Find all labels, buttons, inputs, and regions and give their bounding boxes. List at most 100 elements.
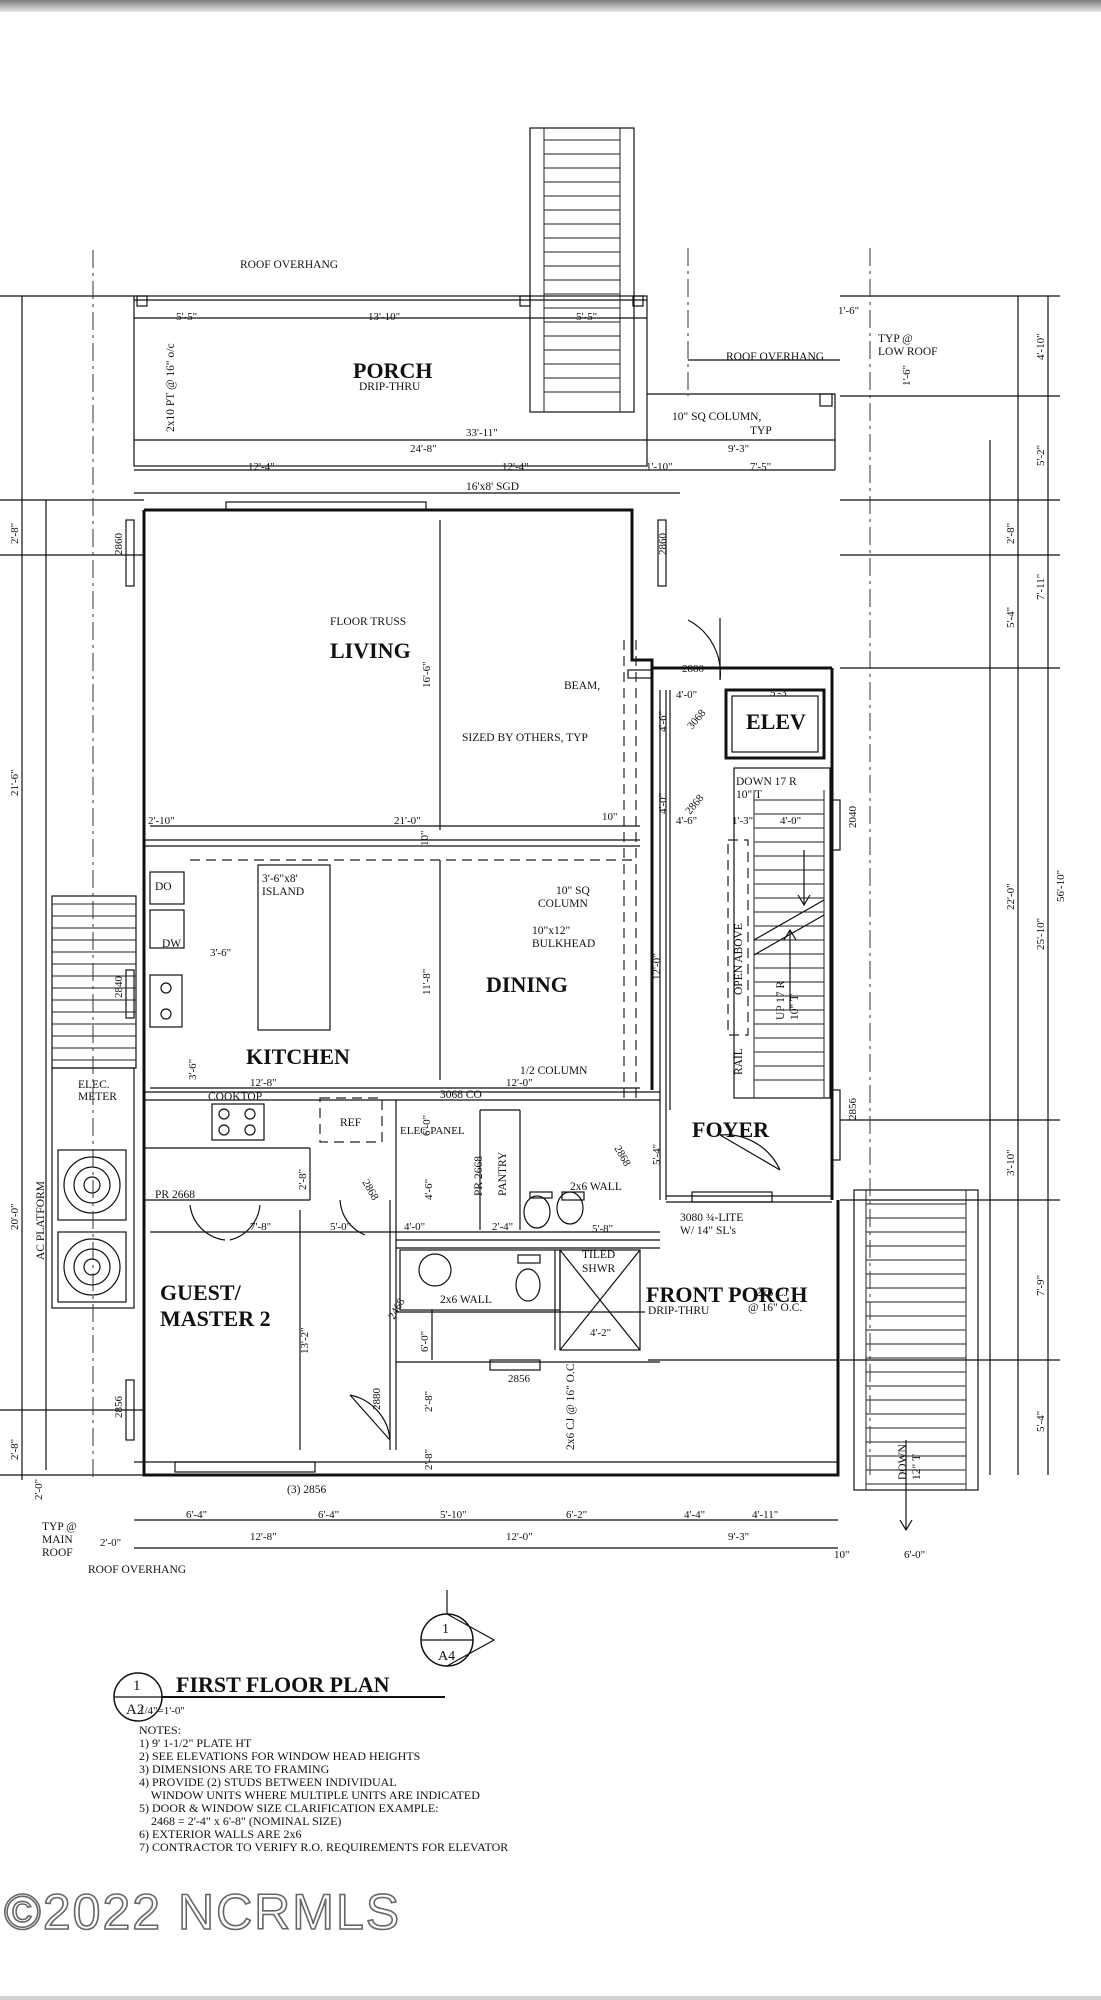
note-item: 4) PROVIDE (2) STUDS BETWEEN INDIVIDUAL bbox=[139, 1775, 397, 1789]
dim-9-3-top: 9'-3" bbox=[728, 443, 749, 455]
typ-main-1: TYP @ bbox=[42, 1521, 77, 1533]
room-living: LIVING bbox=[330, 638, 411, 663]
dim-4-6-a: 4'-6" bbox=[657, 711, 669, 732]
typ-main-3: ROOF bbox=[42, 1547, 73, 1559]
dim-12-4-a: 12'-4" bbox=[248, 461, 275, 473]
dim-5-0: 5'-0" bbox=[330, 1221, 351, 1233]
dimension-values: 5'-5" 13'-10" 5'-5" 1'-6" 1'-6" 4'-10" 3… bbox=[9, 305, 1067, 1561]
callout-number: 1 bbox=[442, 1622, 449, 1637]
door-2868-stair: 2868 bbox=[683, 792, 707, 817]
dim-4-0-d: 4'-0" bbox=[404, 1221, 425, 1233]
front-porch-sub: DRIP-THRU bbox=[648, 1305, 710, 1317]
note-item: 2468 = 2'-4" x 6'-8" (NOMINAL SIZE) bbox=[139, 1814, 342, 1828]
door-lite-1: 3080 ¾-LITE bbox=[680, 1212, 743, 1224]
pantry-label: PANTRY bbox=[497, 1151, 509, 1196]
island-1: 3'-6"x8' bbox=[262, 873, 298, 885]
cj-note-vertical: 2x6 CJ @ 16" O.C. bbox=[565, 1360, 577, 1450]
dim-12-8-a: 12'-8" bbox=[250, 1077, 277, 1089]
front-stair bbox=[853, 1189, 979, 1532]
callout-sheet: A4 bbox=[438, 1649, 455, 1664]
plan-title: FIRST FLOOR PLAN bbox=[176, 1672, 390, 1697]
dim-5-8: 5'-8" bbox=[592, 1223, 613, 1235]
dim-3-6-b: 3'-6" bbox=[187, 1059, 199, 1080]
dimension-lines bbox=[0, 248, 1060, 1549]
dim-1-6-top: 1'-6" bbox=[838, 305, 859, 317]
column-note-2: TYP bbox=[750, 425, 772, 437]
stair-tread-10: 10" T bbox=[736, 789, 762, 801]
dim-13-2: 13'-2" bbox=[299, 1327, 311, 1354]
note-item: WINDOW UNITS WHERE MULTIPLE UNITS ARE IN… bbox=[139, 1788, 480, 1802]
sq-column-1: 10" SQ bbox=[556, 885, 590, 897]
dim-5-5-b: 5'-5" bbox=[576, 311, 597, 323]
dishwasher: DW bbox=[162, 938, 181, 950]
dim-5-2: 5'-2" bbox=[1035, 445, 1047, 466]
dim-2-0-v: 2'-0" bbox=[33, 1479, 45, 1500]
dim-2-8-bottom: 2'-8" bbox=[9, 1439, 21, 1460]
dim-4-0-a: 4'-0" bbox=[676, 689, 697, 701]
pt-joist-note: 2x10 PT @ 16" o/c bbox=[165, 343, 177, 432]
beam-note-2: SIZED BY OTHERS, TYP bbox=[462, 732, 588, 744]
floor-truss-living: FLOOR TRUSS bbox=[330, 616, 406, 628]
door-2868-bath: 2868 bbox=[611, 1144, 633, 1169]
open-above: OPEN ABOVE bbox=[733, 923, 745, 995]
room-front-porch: FRONT PORCH bbox=[646, 1282, 808, 1307]
copyright-watermark: ©2022 NCRMLS bbox=[3, 1883, 402, 1941]
dim-20-0: 20'-0" bbox=[9, 1203, 21, 1230]
dim-12-4-b: 12'-4" bbox=[502, 461, 529, 473]
window-3x2856: (3) 2856 bbox=[287, 1484, 327, 1496]
wall-note-1: 2x6 WALL bbox=[570, 1181, 622, 1193]
room-guest-line1: GUEST/ bbox=[160, 1280, 242, 1305]
dim-5-5-a: 5'-5" bbox=[176, 311, 197, 323]
ac-platform: AC PLATFORM bbox=[35, 1181, 47, 1260]
cased-opening: 3068 CO bbox=[440, 1089, 482, 1101]
roof-overhang-bottom: ROOF OVERHANG bbox=[88, 1564, 186, 1576]
dim-7-9: 7'-9" bbox=[1035, 1275, 1047, 1296]
column-note-1: 10" SQ COLUMN, bbox=[672, 411, 761, 423]
roof-overhang-top: ROOF OVERHANG bbox=[240, 259, 338, 271]
roof-overhang-right: ROOF OVERHANG bbox=[726, 351, 824, 363]
dim-22-0: 22'-0" bbox=[1005, 883, 1017, 910]
pr2668-pantry: PR 2668 bbox=[473, 1156, 485, 1196]
dim-5-4-b: 5'-4" bbox=[1035, 1411, 1047, 1432]
dim-6-4-b: 6'-4" bbox=[318, 1509, 339, 1521]
door-3068-elev: 3068 bbox=[685, 707, 709, 732]
ref-label: REF bbox=[340, 1117, 361, 1129]
exterior-walls bbox=[142, 508, 840, 1477]
dim-7-5: 7'-5" bbox=[750, 461, 771, 473]
dim-12-0-v: 12'-0" bbox=[651, 953, 663, 980]
dim-1-6-side: 1'-6" bbox=[901, 365, 913, 386]
dim-2-8-left: 2'-8" bbox=[9, 523, 21, 544]
dim-10-b: 10" bbox=[419, 831, 431, 847]
door-lite-2: W/ 14" SL's bbox=[680, 1225, 736, 1237]
room-labels: PORCH DRIP-THRU LIVING DINING KITCHEN EL… bbox=[160, 358, 808, 1331]
notes-heading: NOTES: bbox=[139, 1723, 181, 1737]
dim-12-8-b: 12'-8" bbox=[250, 1531, 277, 1543]
left-stair-and-ac bbox=[51, 895, 137, 1309]
rear-stair bbox=[529, 127, 635, 413]
pr2668-kitchen: PR 2668 bbox=[155, 1189, 195, 1201]
dim-24-8: 24'-8" bbox=[410, 443, 437, 455]
dim-6-0-small: 6'-0" bbox=[421, 1115, 433, 1136]
note-item: 5) DOOR & WINDOW SIZE CLARIFICATION EXAM… bbox=[139, 1801, 439, 1815]
dim-4-11: 4'-11" bbox=[752, 1509, 778, 1521]
half-column: 1/2 COLUMN bbox=[520, 1065, 588, 1077]
dim-11-8: 11'-8" bbox=[421, 969, 433, 995]
note-item: 1) 9' 1-1/2" PLATE HT bbox=[139, 1736, 252, 1750]
dim-13-10: 13'-10" bbox=[368, 311, 400, 323]
plan-scale: 1/4"=1'-0" bbox=[139, 1705, 185, 1717]
window-2860-left: 2860 bbox=[113, 533, 125, 556]
bulkhead-2: BULKHEAD bbox=[532, 938, 595, 950]
note-item: 7) CONTRACTOR TO VERIFY R.O. REQUIREMENT… bbox=[139, 1840, 509, 1854]
dim-16-6: 16'-6" bbox=[421, 661, 433, 688]
elec-meter-2: METER bbox=[78, 1091, 117, 1103]
section-callout: 1 A4 bbox=[420, 1590, 496, 1667]
dim-12-0-a: 12'-0" bbox=[506, 1077, 533, 1089]
dim-10-c: 10" bbox=[834, 1549, 850, 1561]
plan-sheet: A2 bbox=[126, 1702, 144, 1718]
dim-1-3: 1'-3" bbox=[732, 815, 753, 827]
window-2840: 2840 bbox=[113, 976, 125, 999]
cooktop-label: COOKTOP bbox=[208, 1091, 262, 1103]
wall-note-2: 2x6 WALL bbox=[440, 1294, 492, 1306]
note-item: 3) DIMENSIONS ARE TO FRAMING bbox=[139, 1762, 330, 1776]
